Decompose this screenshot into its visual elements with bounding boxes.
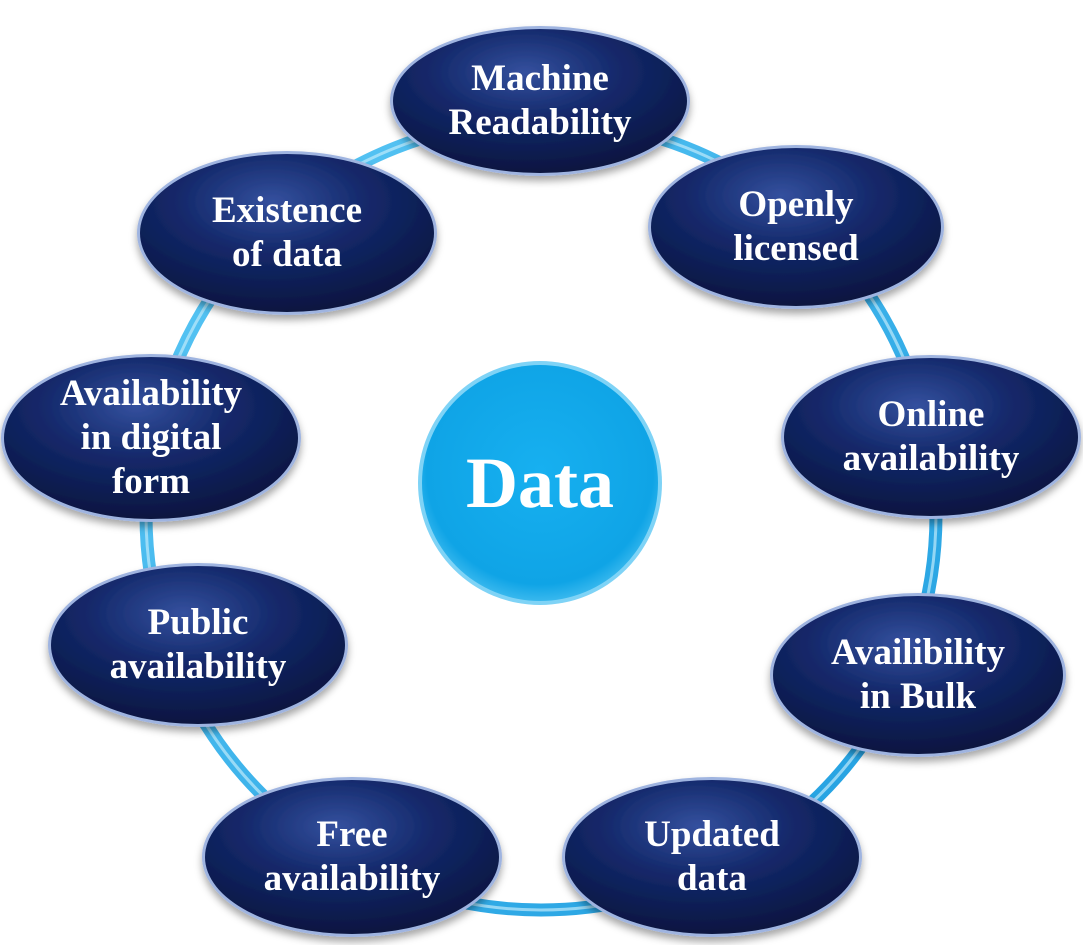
node-online-availability <box>781 355 1081 519</box>
node-fill <box>565 780 859 934</box>
node-updated-data <box>562 777 862 937</box>
nodes-layer <box>1 26 1081 937</box>
node-fill <box>784 358 1078 516</box>
node-availability-in-digital-form <box>1 354 301 522</box>
node-fill <box>205 780 499 934</box>
node-fill <box>51 566 345 724</box>
node-fill <box>140 154 434 312</box>
node-fill <box>393 29 687 173</box>
node-machine-readability <box>390 26 690 176</box>
node-fill <box>4 357 298 519</box>
node-openly-licensed <box>648 145 944 309</box>
node-availibility-in-bulk <box>770 593 1066 757</box>
center-node <box>418 361 662 605</box>
node-public-availability <box>48 563 348 727</box>
node-existence-of-data <box>137 151 437 315</box>
node-free-availability <box>202 777 502 937</box>
node-fill <box>651 148 941 306</box>
node-fill <box>773 596 1063 754</box>
